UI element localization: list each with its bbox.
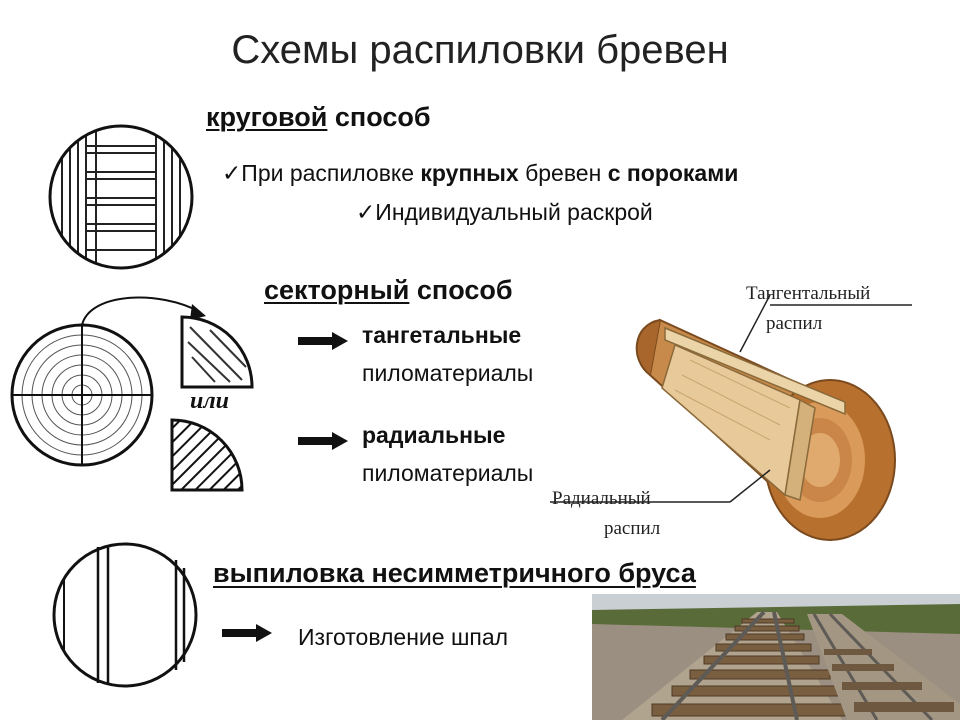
railway-sleepers-photo <box>592 594 960 720</box>
arrow-right-icon <box>298 332 348 350</box>
circular-heading: круговой способ <box>206 102 431 133</box>
tangential-cut-label-2: распил <box>766 313 822 335</box>
circular-sawing-diagram <box>46 122 196 272</box>
asymmetric-beam-diagram <box>50 540 200 690</box>
asymmetric-heading: выпиловка несимметричного бруса <box>213 558 696 589</box>
sector-item-2-bold: радиальные <box>362 422 505 449</box>
tangential-cut-label-1: Тангентальный <box>746 283 870 305</box>
circular-bullet-1: ✓При распиловке крупных бревен с порокам… <box>222 160 738 187</box>
circular-bullet-2: ✓Индивидуальный раскрой <box>356 199 653 226</box>
arrow-right-icon <box>298 432 348 450</box>
arrow-right-icon <box>222 624 272 642</box>
check-icon: ✓ <box>222 160 241 186</box>
sector-heading: секторный способ <box>264 275 513 306</box>
radial-cut-label-1: Радиальный <box>552 488 651 510</box>
check-icon: ✓ <box>356 199 375 225</box>
sector-item-1-bold: тангетальные <box>362 322 521 349</box>
asymmetric-item: Изготовление шпал <box>298 624 508 651</box>
sector-item-1-rest: пиломатериалы <box>362 360 533 387</box>
sector-item-2-rest: пиломатериалы <box>362 460 533 487</box>
or-label: или <box>190 388 229 415</box>
page-title: Схемы распиловки бревен <box>0 28 960 73</box>
radial-cut-label-2: распил <box>604 518 660 540</box>
